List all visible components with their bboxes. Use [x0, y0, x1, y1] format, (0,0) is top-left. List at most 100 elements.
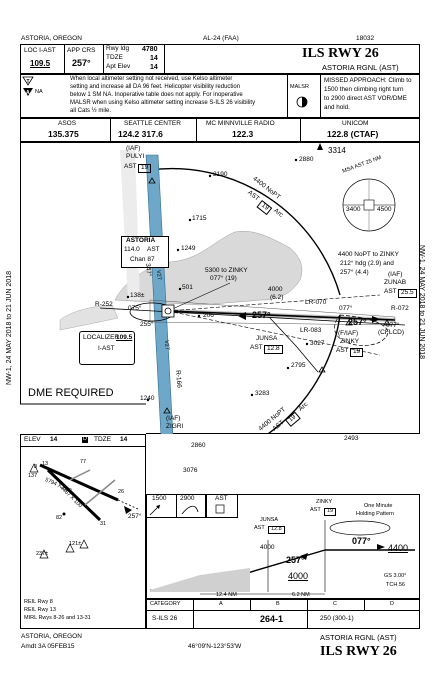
minima-row-label: S-ILS 26	[152, 615, 178, 622]
notes-line-3: below 1 SM NA. Inoperative table does no…	[70, 92, 243, 98]
profile-dist-2: 6.2 NM	[292, 592, 310, 598]
zunab-iaf: (IAF)	[388, 271, 403, 278]
comm-center-freq: 124.2 317.6	[118, 129, 163, 139]
h-137: 137	[28, 473, 38, 479]
radial-r252: R-252	[95, 301, 113, 308]
lights-2: REIL Rwy 13	[24, 607, 56, 613]
missed-line-2: 1500 then climbing right turn	[324, 86, 404, 93]
profile-zinky: ZINKY	[316, 499, 333, 505]
zinky-nopt-3: 257° (4.4)	[340, 269, 369, 276]
course-257: 257°	[252, 310, 271, 320]
elev-2493: 2493	[344, 435, 359, 442]
comm-unicom-freq: 122.8 (CTAF)	[327, 129, 379, 139]
alt-4000-dme: (6.2)	[270, 294, 284, 301]
holding-1: One Minute	[364, 503, 393, 509]
profile-alt-1500: 1500	[152, 495, 167, 502]
notes-strip	[20, 74, 420, 118]
elev-138: 138±	[130, 292, 145, 299]
profile-junsa-ast: AST	[254, 525, 265, 531]
h-82: 82	[56, 515, 63, 521]
h-77: 77	[80, 459, 87, 465]
elev-3283: 3283	[255, 390, 270, 397]
profile-alt-2900: 2900	[180, 495, 195, 502]
elev-3027: 3027	[310, 340, 325, 347]
localizer-label: LOCALIZER	[83, 334, 120, 341]
rwy-ldg-label: Rwy ldg	[106, 45, 130, 52]
profile-zinky-dme: 19	[324, 508, 337, 516]
profile-junsa-dme: 12.8	[268, 526, 285, 534]
localizer-box	[79, 331, 135, 365]
profile-gs: GS 3.00°	[384, 573, 407, 579]
profile-zinky-ast: AST	[310, 507, 321, 513]
lr-083: LR-083	[300, 327, 322, 334]
minima-category-label: CATEGORY	[150, 601, 181, 607]
elev-2190: 2190	[213, 171, 228, 178]
zinky-route-2: 077° (19)	[210, 275, 237, 282]
loc-freq: 109.5	[30, 59, 51, 68]
apt-tdze-value: 14	[120, 436, 128, 443]
elev-2795: 2795	[291, 362, 306, 369]
rwy-13-label: 13	[42, 461, 49, 467]
chart-title: ILS RWY 26	[302, 46, 379, 61]
malsr-label: MALSR	[290, 84, 309, 90]
apt-elev: 14	[150, 64, 158, 71]
radial-077: 077°	[339, 305, 353, 312]
notes-line-4: MALSR when using Kelso altimeter setting…	[70, 100, 256, 106]
msa-right: 4500	[377, 206, 392, 213]
missed-line-1: MISSED APPROACH: Climb to	[324, 77, 412, 84]
comms-strip	[20, 118, 420, 142]
apt-tdze-label: TDZE	[94, 436, 111, 443]
loc-label: LOC I-AST	[24, 47, 56, 54]
zinky-ast: AST	[336, 347, 349, 354]
tdze-value: 14	[150, 55, 158, 62]
elev-501: 501	[182, 284, 193, 291]
vor-chan: Chan 87	[130, 256, 155, 263]
rwy-8-label: 8	[34, 464, 38, 470]
radial-255: 255°	[140, 321, 154, 328]
profile-crs-257: 257°	[286, 555, 305, 565]
zinky-fiaf: (F/IAF)	[338, 330, 359, 337]
zigri-iaf: (IAF)	[166, 415, 181, 422]
zinky-route: 5300 to ZINKY	[205, 267, 248, 274]
comm-radio-name: MC MINNVILLE RADIO	[206, 120, 275, 127]
comm-radio-freq: 122.3	[232, 129, 254, 139]
profile-vor-label: AST	[215, 495, 228, 502]
missed-line-4: and hold.	[324, 104, 350, 111]
elev-206: 206	[203, 312, 214, 319]
radial-077b: 077°	[386, 322, 400, 329]
briefing-strip	[20, 44, 420, 74]
profile-alt-4400: 4400	[388, 543, 409, 553]
rwy-26-label: 26	[118, 489, 125, 495]
junsa-ast: AST	[250, 344, 263, 351]
elev-2880: 2880	[299, 156, 314, 163]
minima-table	[146, 599, 420, 629]
comm-asos-freq: 135.375	[48, 129, 79, 139]
comm-center-name: SEATTLE CENTER	[124, 120, 181, 127]
zinky-dme: 19	[350, 348, 364, 357]
dme-required: DME REQUIRED	[28, 387, 114, 399]
apt-elev-label: ELEV	[24, 436, 41, 443]
cflcd: (CFLCD)	[378, 329, 404, 336]
notes-line-2: setting and increase all DA 96 feet. Hel…	[70, 84, 241, 90]
profile-tch: TCH 56	[386, 582, 405, 588]
radial-075: 075°	[128, 305, 142, 312]
alt-4000: 4000	[268, 286, 283, 293]
missed-vor-box	[206, 494, 238, 518]
profile-alt-4000b: 4000	[288, 571, 309, 581]
elev-2860: 2860	[191, 442, 206, 449]
minima-cat-d: D	[390, 601, 394, 607]
missed-line-3: to 2900 direct AST VOR/DME	[324, 95, 407, 102]
airport-diagram	[20, 434, 146, 629]
profile-crs-077: 077°	[352, 536, 371, 546]
h-121: 121±	[69, 541, 82, 547]
zigri-name: ZIGRI	[166, 423, 184, 430]
msa-left: 3400	[346, 206, 361, 213]
footer-amdt: Amdt 3A 05FEB15	[21, 643, 75, 650]
profile-junsa: JUNSA	[260, 517, 279, 523]
vor-ident: AST	[147, 246, 160, 253]
zunab-dme: 25.5	[398, 289, 417, 298]
apt-elev-label: Apt Elev	[106, 63, 131, 70]
